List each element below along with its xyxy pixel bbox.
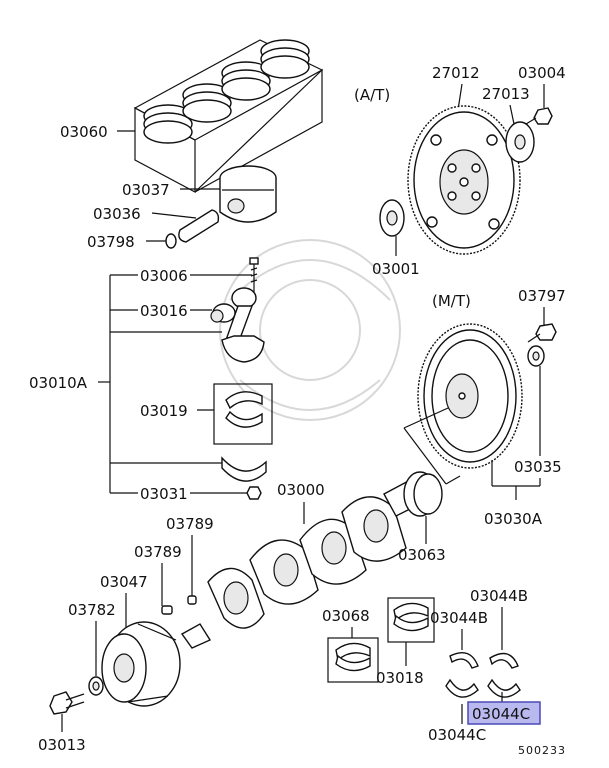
variant-mt-label: (M/T): [432, 292, 471, 310]
label-03000[interactable]: 03000: [277, 481, 325, 499]
piston-ring-set-2: [182, 83, 232, 123]
label-03044B-mid[interactable]: 03044B: [430, 609, 488, 627]
label-03001[interactable]: 03001: [372, 260, 420, 278]
watermark-logo: [219, 239, 401, 421]
crank-key-a[interactable]: [187, 595, 197, 605]
crank-pulley[interactable]: [101, 621, 181, 707]
label-03004[interactable]: 03004: [518, 64, 566, 82]
thrust-washer-b-left[interactable]: [449, 652, 479, 669]
piston-pin[interactable]: [178, 209, 220, 243]
label-03031[interactable]: 03031: [140, 485, 188, 503]
label-03018[interactable]: 03018: [376, 669, 424, 687]
label-03047[interactable]: 03047: [100, 573, 148, 591]
rod-bearing[interactable]: [225, 391, 263, 428]
piston[interactable]: [219, 165, 277, 223]
label-03789-a[interactable]: 03789: [166, 515, 214, 533]
label-03010A[interactable]: 03010A: [29, 374, 88, 392]
connecting-rod[interactable]: [221, 287, 265, 363]
label-03044C-highlighted: 03044C: [472, 705, 530, 723]
label-03044B-top[interactable]: 03044B: [470, 587, 528, 605]
label-03019[interactable]: 03019: [140, 402, 188, 420]
pilot-bearing[interactable]: [527, 345, 545, 367]
label-03798[interactable]: 03798: [87, 233, 135, 251]
label-03068[interactable]: 03068: [322, 607, 370, 625]
label-03044C-bottom[interactable]: 03044C: [428, 726, 486, 744]
rod-bolt[interactable]: [249, 257, 259, 292]
pulley-washer[interactable]: [88, 676, 104, 696]
label-03037[interactable]: 03037: [122, 181, 170, 199]
piston-ring-set-3: [221, 61, 271, 101]
label-03789-b[interactable]: 03789: [134, 543, 182, 561]
bearing-box-03068: [327, 637, 379, 683]
rear-oil-seal[interactable]: [403, 471, 443, 517]
bearing-box-03019: [213, 383, 273, 445]
crankshaft[interactable]: [180, 477, 425, 649]
piston-ring-set-1: [143, 104, 193, 144]
main-bearing-upper[interactable]: [393, 602, 429, 632]
label-03030A[interactable]: 03030A: [484, 510, 543, 528]
label-03063[interactable]: 03063: [398, 546, 446, 564]
label-03782[interactable]: 03782: [68, 601, 116, 619]
label-03013[interactable]: 03013: [38, 736, 86, 754]
drive-plate-bolt[interactable]: [525, 107, 553, 125]
piston-ring-set-4: [260, 39, 310, 79]
drive-plate-adapter[interactable]: [505, 121, 535, 163]
label-03060[interactable]: 03060: [60, 123, 108, 141]
bearing-box-03018: [387, 597, 435, 643]
variant-at-label: (A/T): [354, 86, 390, 104]
crank-key-b[interactable]: [161, 605, 173, 615]
thrust-washer-c-left[interactable]: [445, 678, 479, 698]
diagram-id: 500233: [518, 744, 566, 757]
pulley-bolt[interactable]: [49, 691, 85, 715]
thrust-washer-b-right[interactable]: [489, 652, 519, 669]
label-03797[interactable]: 03797: [518, 287, 566, 305]
rod-cap[interactable]: [221, 456, 267, 482]
drive-plate-spacer[interactable]: [379, 199, 405, 237]
main-bearing-lower[interactable]: [335, 642, 371, 672]
label-27012[interactable]: 27012: [432, 64, 480, 82]
flywheel[interactable]: [417, 323, 523, 469]
piston-pin-clip[interactable]: [165, 233, 177, 249]
thrust-washer-c-right[interactable]: [487, 678, 521, 698]
label-03016[interactable]: 03016: [140, 302, 188, 320]
label-03006[interactable]: 03006: [140, 267, 188, 285]
rod-bushing[interactable]: [210, 303, 236, 323]
label-03035[interactable]: 03035: [514, 458, 562, 476]
label-27013[interactable]: 27013: [482, 85, 530, 103]
highlight-03044C[interactable]: 03044C: [467, 701, 541, 725]
piston-rings-group[interactable]: [133, 39, 324, 193]
label-03036[interactable]: 03036: [93, 205, 141, 223]
rod-nut[interactable]: [246, 486, 262, 500]
flywheel-bolt[interactable]: [527, 323, 557, 343]
drive-plate[interactable]: [407, 105, 521, 255]
